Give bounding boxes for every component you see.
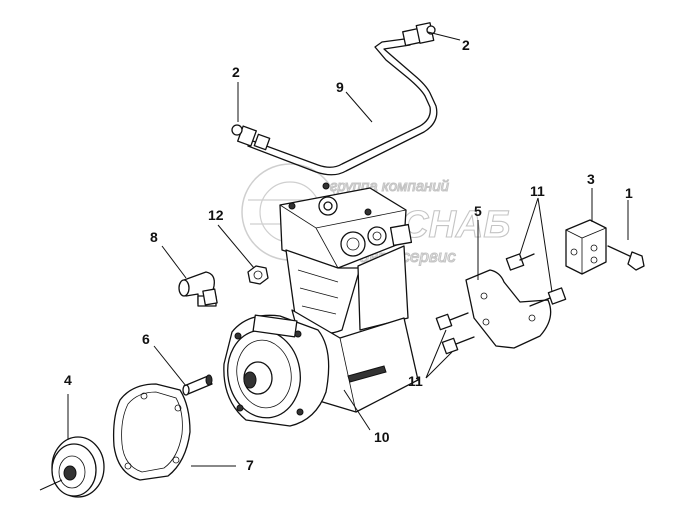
bolt-11-right (529, 287, 567, 307)
callout-6: 6 (142, 331, 150, 347)
pipe-fitting-left (231, 124, 271, 151)
bolt-11-left-upper (435, 312, 469, 331)
callout-4: 4 (64, 372, 72, 388)
callout-11-upper: 11 (530, 183, 545, 199)
callout-3: 3 (587, 171, 595, 187)
callout-12: 12 (208, 207, 224, 223)
pulley-4 (39, 436, 105, 498)
bracket-5 (465, 269, 552, 349)
air-pipe (247, 37, 438, 176)
callout-1: 1 (625, 185, 633, 201)
pin-6 (182, 374, 213, 396)
bolt-11-left-lower (441, 336, 475, 355)
callout-7: 7 (246, 457, 254, 473)
pipe-fitting-upper (402, 22, 436, 47)
bolt-11-upper (505, 253, 535, 271)
compressor-assembly (223, 182, 419, 427)
callout-5: 5 (474, 203, 482, 219)
callout-labels: 1 2 2 3 4 5 6 7 8 9 10 11 11 12 (64, 37, 633, 473)
callout-10: 10 (374, 429, 390, 445)
nut-12 (247, 265, 269, 285)
leader-lines (67, 31, 629, 467)
callout-2-upper: 2 (462, 37, 470, 53)
callout-2-left: 2 (232, 64, 240, 80)
callout-8: 8 (150, 229, 158, 245)
elbow-fitting-8 (178, 271, 218, 307)
block-3 (565, 219, 607, 275)
callout-11-lower: 11 (408, 373, 423, 389)
callout-9: 9 (336, 79, 344, 95)
bolt-1 (607, 245, 645, 271)
gasket-7 (112, 383, 191, 481)
